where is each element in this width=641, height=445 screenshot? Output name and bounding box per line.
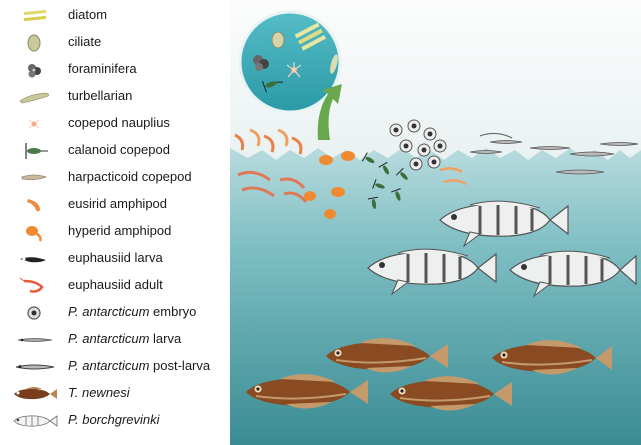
legend-item-euphausiid-larva: euphausiid larva [0,246,230,272]
calanoid-copepod-icon [10,138,58,164]
euphausiid-larva-icon [10,246,58,272]
legend-item-ciliate: ciliate [0,30,230,56]
legend-label: P. antarcticum embryo [68,304,196,320]
legend-label: euphausiid larva [68,250,163,266]
legend-label: foraminifera [68,61,137,77]
ciliate-icon [10,30,58,56]
legend-item-euphausiid-adult: euphausiid adult [0,273,230,299]
legend-label: copepod nauplius [68,115,170,131]
legend-item-copepod-nauplius: copepod nauplius [0,111,230,137]
legend-label: calanoid copepod [68,142,170,158]
legend-item-eusirid-amphipod: eusirid amphipod [0,192,230,218]
microbe-zoom-bubble [240,12,340,112]
p-borchgrevinki-icon [10,408,58,434]
legend: diatom ciliate foraminifera turbellarian… [0,0,230,445]
legend-label: harpacticoid copepod [68,169,192,185]
legend-label: P. antarcticum larva [68,331,181,347]
legend-item-p-antarcticum-post-larva: P. antarcticum post-larva [0,354,230,380]
legend-item-calanoid-copepod: calanoid copepod [0,138,230,164]
legend-item-p-antarcticum-embryo: P. antarcticum embryo [0,300,230,326]
legend-item-harpacticoid-copepod: harpacticoid copepod [0,165,230,191]
legend-label: P. antarcticum post-larva [68,358,210,374]
harpacticoid-copepod-icon [10,165,58,191]
eusirid-amphipod-icon [10,192,58,218]
foraminifera-icon [10,57,58,83]
legend-label: ciliate [68,34,101,50]
turbellarian-icon [10,84,58,110]
legend-label: eusirid amphipod [68,196,167,212]
ecosystem-scene [230,0,641,445]
larva-icon [10,327,58,353]
legend-item-foraminifera: foraminifera [0,57,230,83]
t-newnesi-icon [10,381,58,407]
legend-label: T. newnesi [68,385,130,401]
embryo-icon [10,300,58,326]
hyperid-amphipod-icon [10,219,58,245]
post-larva-icon [10,354,58,380]
legend-label: hyperid amphipod [68,223,171,239]
legend-item-hyperid-amphipod: hyperid amphipod [0,219,230,245]
legend-item-p-antarcticum-larva: P. antarcticum larva [0,327,230,353]
copepod-nauplius-icon [10,111,58,137]
legend-item-t-newnesi: T. newnesi [0,381,230,407]
legend-item-turbellarian: turbellarian [0,84,230,110]
scene-illustration [230,0,641,445]
diatom-icon [10,3,58,29]
euphausiid-adult-icon [10,273,58,299]
legend-label: diatom [68,7,107,23]
legend-item-p-borchgrevinki: P. borchgrevinki [0,408,230,434]
legend-label: euphausiid adult [68,277,163,293]
legend-label: P. borchgrevinki [68,412,160,428]
legend-label: turbellarian [68,88,132,104]
legend-item-diatom: diatom [0,3,230,29]
